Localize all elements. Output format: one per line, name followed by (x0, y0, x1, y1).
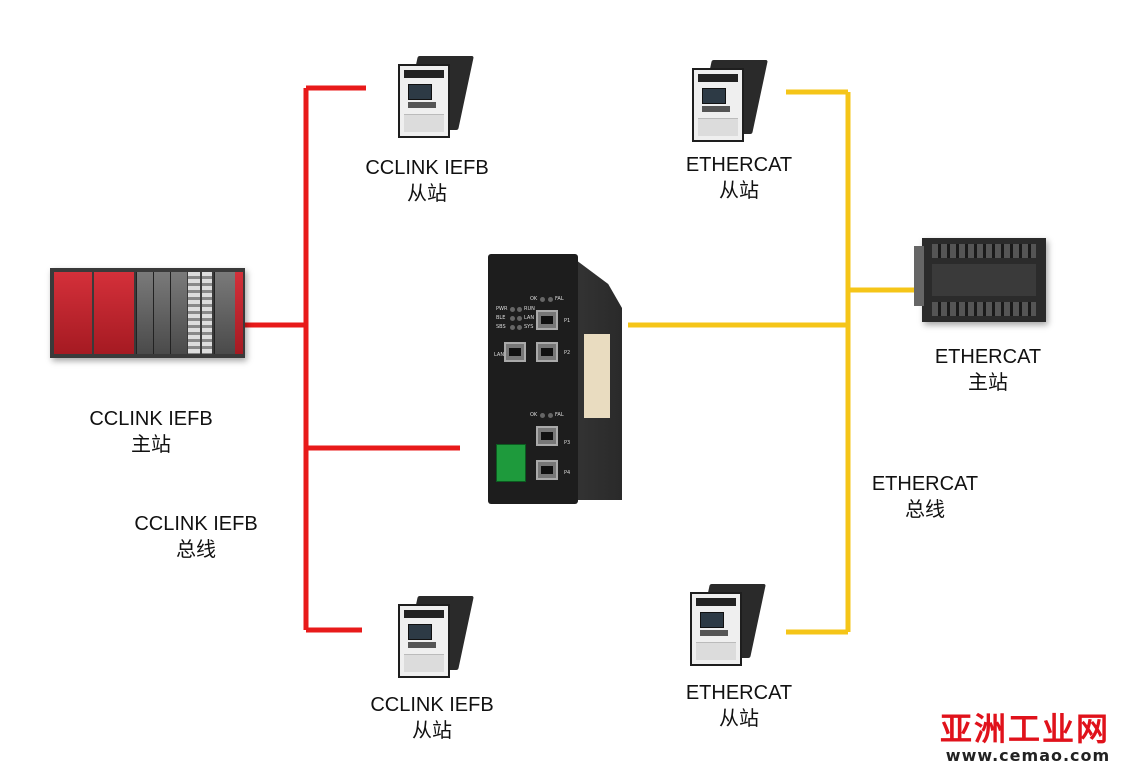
gateway-port-p4 (536, 460, 558, 480)
gateway-port-p3 (536, 426, 558, 446)
cclink-slave-top-image (398, 56, 474, 138)
gateway-status-label: FAL (555, 296, 564, 302)
gateway-status-label: OK (530, 296, 538, 302)
gateway-led (540, 413, 545, 418)
gateway-led (510, 307, 515, 312)
gateway-led-label: PWR (496, 306, 508, 312)
gateway-port-label: LAN (494, 352, 505, 358)
gateway-led (517, 325, 522, 330)
cclink-master-plc-image (50, 268, 245, 358)
gateway-port-label: P4 (564, 470, 571, 476)
gateway-led-label: RUN (524, 306, 535, 312)
gateway-port-p2 (536, 342, 558, 362)
cclink-bus-lines (244, 85, 460, 633)
gateway-led-label: BLE (496, 315, 506, 321)
gateway-port-p1 (536, 310, 558, 330)
gateway-status-label: FAL (555, 412, 564, 418)
gateway-port-label: P3 (564, 440, 571, 446)
gateway-led (548, 297, 553, 302)
watermark-logo: 亚洲工业网 (940, 710, 1111, 748)
gateway-led-label: SYS (524, 324, 534, 330)
gateway-led (548, 413, 553, 418)
gateway-led (517, 307, 522, 312)
gateway-led-label: LAN (524, 315, 535, 321)
gateway-port-label: P1 (564, 318, 571, 324)
gateway-port-label: P2 (564, 350, 571, 356)
gateway-port-lan (504, 342, 526, 362)
gateway-led (510, 316, 515, 321)
ethercat-slave-bottom-image (690, 584, 766, 666)
gateway-led (517, 316, 522, 321)
ethercat-bus-lines (628, 89, 918, 635)
gateway-led (510, 325, 515, 330)
gateway-led-label: SBS (496, 324, 506, 330)
cclink-slave-bottom-image (398, 596, 474, 678)
gateway-led (540, 297, 545, 302)
watermark-url: www.cemao.com (945, 746, 1111, 765)
gateway-status-label: OK (530, 412, 538, 418)
ethercat-slave-top-image (692, 60, 768, 142)
gateway-side-label-sticker (584, 334, 610, 418)
ethercat-master-plc-image (914, 238, 1046, 322)
power-terminal-block (496, 444, 526, 482)
